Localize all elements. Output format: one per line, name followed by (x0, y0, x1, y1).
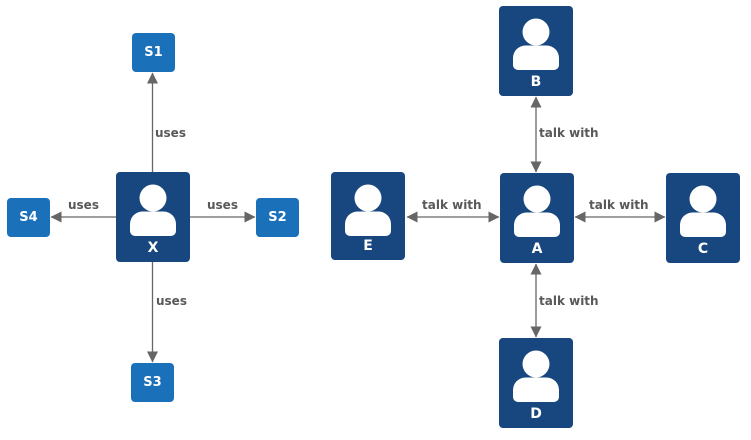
node-person-x[interactable]: X (116, 172, 190, 262)
edge-label-x-s2[interactable]: uses (206, 198, 239, 212)
person-icon (514, 185, 560, 237)
node-label: C (697, 241, 709, 257)
node-service-s1[interactable]: S1 (132, 33, 175, 72)
edge-label-a-e[interactable]: talk with (421, 198, 483, 212)
node-label: S1 (144, 45, 163, 60)
node-person-d[interactable]: D (499, 338, 573, 428)
node-label: S4 (19, 210, 38, 225)
edge-label-x-s1[interactable]: uses (154, 126, 187, 140)
node-label: B (530, 74, 542, 90)
node-label: E (363, 238, 373, 254)
node-person-e[interactable]: E (331, 172, 405, 260)
node-service-s3[interactable]: S3 (131, 363, 174, 402)
node-label: A (531, 241, 543, 257)
person-icon (513, 350, 559, 402)
person-icon (345, 184, 391, 236)
node-label: X (147, 240, 159, 256)
edge-label-a-d[interactable]: talk with (538, 294, 600, 308)
node-person-a[interactable]: A (500, 173, 574, 263)
node-label: S3 (143, 375, 162, 390)
edge-label-x-s3[interactable]: uses (155, 294, 188, 308)
node-service-s2[interactable]: S2 (256, 198, 299, 237)
edge-label-x-s4[interactable]: uses (67, 198, 100, 212)
person-icon (513, 18, 559, 70)
node-person-b[interactable]: B (499, 6, 573, 96)
node-label: S2 (268, 210, 287, 225)
person-icon (680, 185, 726, 237)
edge-label-a-b[interactable]: talk with (538, 126, 600, 140)
person-icon (130, 184, 176, 236)
node-person-c[interactable]: C (666, 173, 740, 263)
node-label: D (530, 406, 542, 422)
edge-label-a-c[interactable]: talk with (588, 198, 650, 212)
node-service-s4[interactable]: S4 (7, 198, 50, 237)
